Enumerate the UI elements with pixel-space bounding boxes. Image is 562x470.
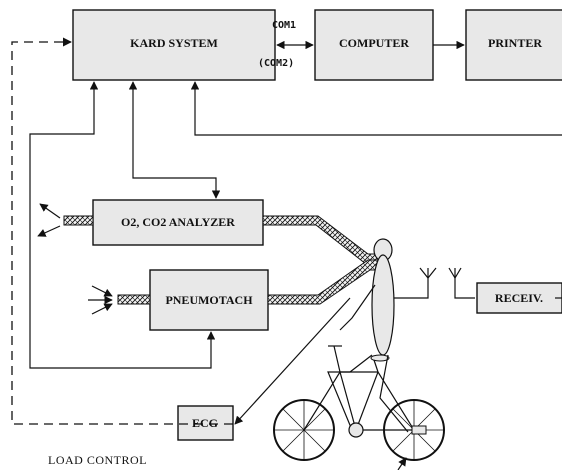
ecg-block: ECG	[177, 405, 234, 441]
com1-label: COM1	[272, 20, 296, 31]
bicycle-ergometer-icon	[273, 345, 445, 470]
printer-label: PRINTER	[488, 36, 542, 50]
computer-block: COMPUTER	[314, 9, 434, 81]
computer-label: COMPUTER	[339, 36, 409, 50]
receiver-kard-link	[190, 81, 562, 136]
antenna-icon-left	[419, 267, 437, 279]
com2-label: (COM2)	[258, 58, 294, 69]
pneumotach-air-arrows	[88, 285, 113, 315]
ecg-label: ECG	[192, 416, 218, 430]
antenna-icon-right	[448, 267, 462, 280]
receiver-block: RECEIV.	[476, 282, 562, 314]
load-control-dashed-line	[11, 37, 233, 425]
pneumotach-block: PNEUMOTACH	[149, 269, 269, 331]
printer-block: PRINTER	[465, 9, 562, 81]
ecg-rider-link	[234, 297, 351, 425]
rider-antenna-link	[392, 268, 429, 299]
pneumotach-label: PNEUMOTACH	[165, 293, 253, 307]
analyzer-gas-arrows	[37, 203, 61, 237]
kard-system-block: KARD SYSTEM	[72, 9, 276, 81]
kard-system-label: KARD SYSTEM	[130, 36, 218, 50]
receiver-label: RECEIV.	[495, 291, 543, 305]
pneumotach-kard-link	[29, 81, 216, 369]
load-control-caption: LOAD CONTROL	[48, 453, 147, 467]
kard-analyzer-link	[128, 81, 221, 199]
analyzer-label: O2, CO2 ANALYZER	[121, 215, 235, 229]
rider-figure-icon	[327, 238, 409, 433]
analyzer-block: O2, CO2 ANALYZER	[92, 199, 264, 246]
